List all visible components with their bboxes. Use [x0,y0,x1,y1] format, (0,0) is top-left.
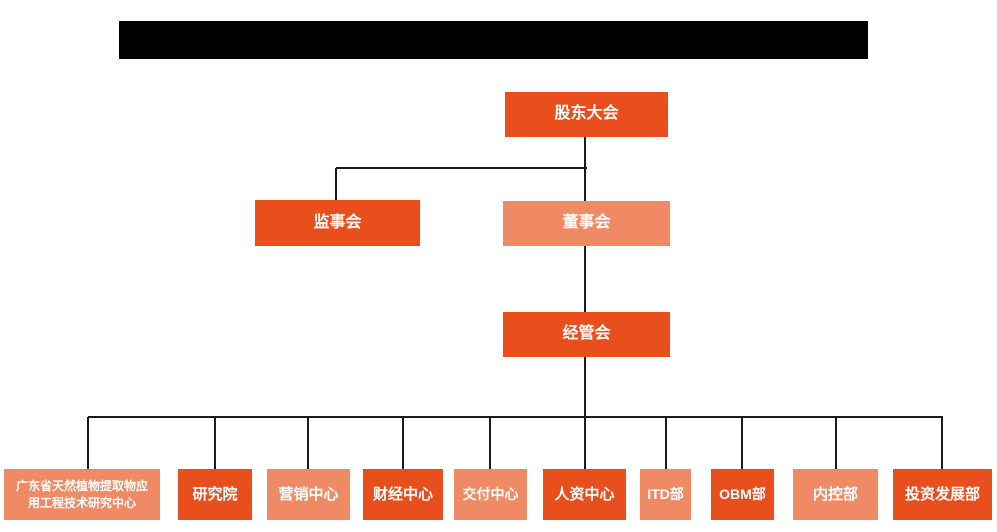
org-node-board-of-directors: 董事会 [503,201,670,246]
connector-line-vertical [584,246,586,312]
org-node-marketing-center: 营销中心 [267,469,350,520]
org-node-internal-control-department: 内控部 [793,469,878,520]
connector-line-vertical [741,417,743,469]
org-node-itd-department: ITD部 [640,469,691,520]
connector-line-horizontal [88,416,943,418]
org-node-finance-center: 财经中心 [363,469,443,520]
connector-line-vertical [307,417,309,469]
connector-line-vertical [489,417,491,469]
org-node-research-institute: 研究院 [178,469,252,520]
org-node-hr-center: 人资中心 [543,469,626,520]
connector-line-vertical [214,417,216,469]
redacted-title-bar [119,21,868,59]
connector-line-vertical [835,417,837,469]
connector-line-vertical [402,417,404,469]
connector-line-vertical [584,357,586,417]
connector-line-vertical [584,137,586,168]
org-node-delivery-center: 交付中心 [454,469,527,520]
connector-line-vertical [335,168,337,200]
org-node-gd-natural-plant-extract-research-center: 广东省天然植物提取物应 用工程技术研究中心 [4,469,160,520]
org-node-management-committee: 经管会 [503,312,670,357]
org-node-investment-development-department: 投资发展部 [893,469,992,520]
connector-line-vertical [941,417,943,469]
connector-line-vertical [87,417,89,469]
org-node-obm-department: OBM部 [711,469,774,520]
connector-line-vertical [584,168,586,201]
org-node-supervisory-board: 监事会 [255,200,420,246]
connector-line-vertical [584,417,586,469]
org-node-shareholders-meeting: 股东大会 [505,92,668,137]
connector-line-horizontal [336,167,587,169]
connector-line-vertical [665,417,667,469]
